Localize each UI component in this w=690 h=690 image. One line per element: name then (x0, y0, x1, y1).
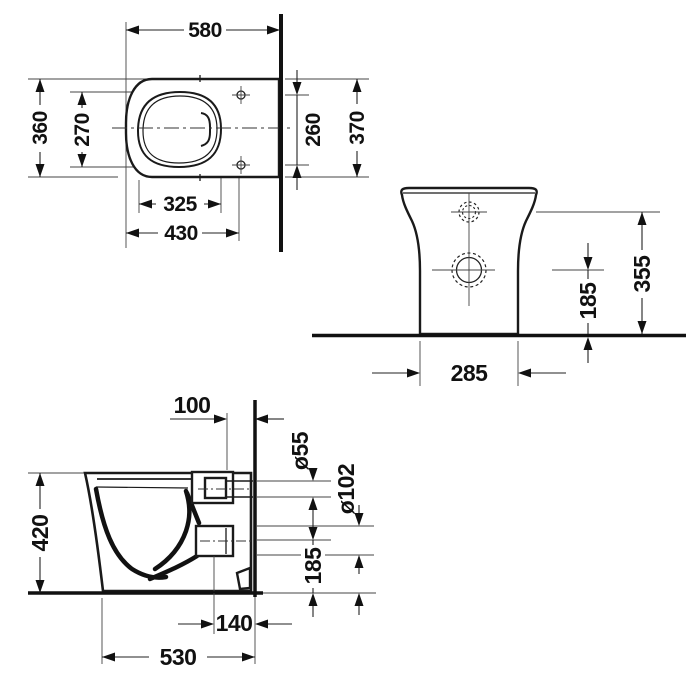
dim-outlet-height-side: 185 (300, 516, 326, 617)
dim-label-430: 430 (164, 222, 198, 245)
dim-label-270: 270 (71, 113, 94, 147)
dim-label-100: 100 (174, 392, 211, 418)
dim-bowl-inner-length: 325 (139, 193, 221, 216)
dim-body-width-wall: 370 (346, 79, 369, 177)
bowl-opening-inner (142, 95, 218, 164)
side-view: 100 420 ø55 ø102 185 (27, 392, 376, 670)
dim-outlet-height-front: 185 (575, 243, 601, 363)
flush-inlet-baffle (200, 112, 211, 147)
fixing-hole (232, 156, 250, 174)
dim-label-140: 140 (216, 610, 253, 636)
fixing-hole (232, 86, 250, 104)
rim-line (95, 486, 189, 489)
dim-label-285: 285 (451, 360, 489, 386)
flush-inlet-housing (190, 470, 253, 505)
bowl-right-wall (152, 488, 192, 572)
weir-channel (184, 490, 202, 526)
outlet-connector (194, 524, 252, 558)
dim-inlet-height-front: 355 (629, 212, 655, 334)
dim-overall-width: 580 (126, 19, 280, 42)
dim-label-370: 370 (346, 111, 369, 145)
dim-hole-spacing: 260 (292, 70, 325, 190)
dim-outlet-offset: 140 (178, 610, 292, 636)
dim-label-580: 580 (188, 19, 222, 42)
dim-overall-depth: 360 (29, 79, 52, 177)
front-view: 185 355 285 (312, 186, 686, 386)
dim-label-420: 420 (27, 515, 53, 552)
fixing-bracket (235, 566, 252, 591)
dim-label-325: 325 (163, 193, 197, 216)
dim-label-260: 260 (302, 113, 325, 147)
dim-overall-depth-side: 530 (102, 644, 255, 670)
dim-outlet-diameter: ø102 (333, 464, 364, 615)
dim-label-o102: ø102 (333, 464, 359, 514)
dim-front-to-holes: 430 (126, 222, 239, 245)
dim-label-360: 360 (29, 111, 52, 145)
dim-inlet-offset: 100 (170, 392, 284, 424)
dim-label-o55: ø55 (287, 431, 313, 470)
dim-bowl-inner-depth: 270 (71, 92, 94, 167)
dim-label-530: 530 (160, 644, 197, 670)
trapway-lower (147, 553, 200, 582)
dim-rim-height: 420 (27, 473, 53, 593)
dim-label-185-front: 185 (575, 282, 601, 320)
dim-label-185-side: 185 (300, 547, 326, 585)
dim-base-width: 285 (372, 360, 566, 386)
dim-label-355: 355 (629, 255, 655, 293)
top-view: 580 360 270 260 370 (28, 14, 369, 252)
dim-inlet-diameter: ø55 (287, 431, 318, 516)
